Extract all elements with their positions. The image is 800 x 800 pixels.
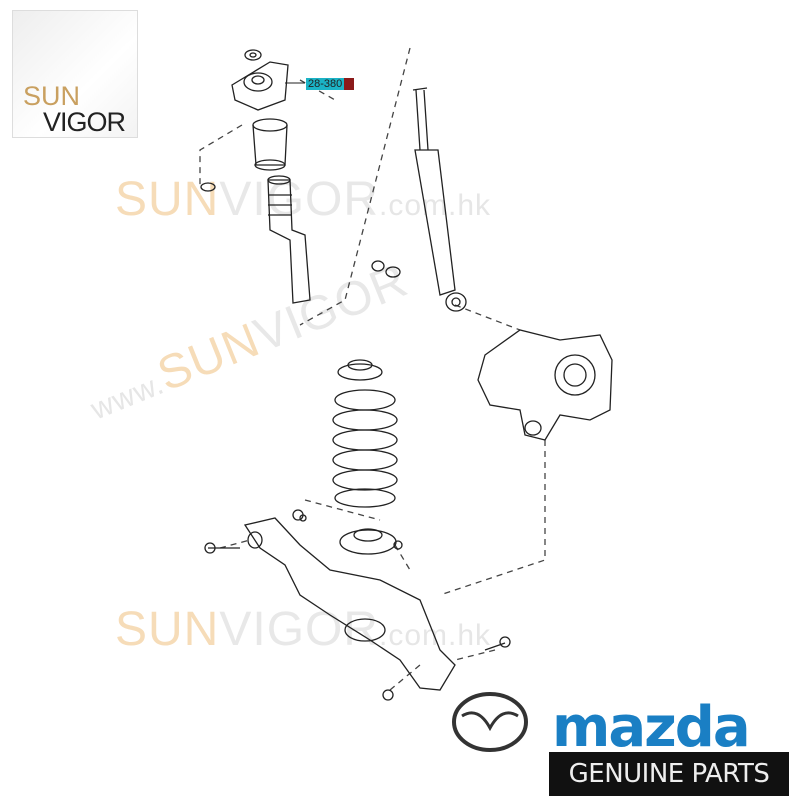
top-nut: [244, 49, 262, 61]
upper-mount: [231, 61, 305, 111]
bolts: [204, 509, 511, 701]
logo-sun-text: SUN: [23, 81, 81, 111]
nut-washer: [371, 260, 401, 278]
mazda-emblem-icon: [452, 692, 528, 752]
dust-boot: [267, 175, 311, 304]
logo-vigor-text: VIGOR: [43, 107, 126, 137]
watermark-sun: SUN: [115, 603, 220, 656]
genuine-parts-banner: GENUINE PARTS: [549, 752, 789, 796]
washer: [200, 182, 216, 192]
watermark-vigor: VIGOR: [219, 173, 380, 226]
knuckle: [477, 329, 613, 441]
watermark-domain: .com.hk: [379, 189, 492, 222]
watermark-vigor: VIGOR: [219, 603, 380, 656]
leader-lines: [199, 47, 546, 691]
bump-stop: [252, 118, 288, 171]
sunvigor-logo: SUN VIGOR: [12, 10, 138, 138]
lower-spring-seat: [339, 528, 397, 555]
coil-spring: [332, 389, 398, 508]
mazda-wordmark: mazda: [552, 695, 751, 760]
watermark-top: SUNVIGOR.com.hk: [115, 172, 491, 227]
shock-absorber: [412, 87, 467, 312]
lower-control-arm: [243, 517, 456, 691]
upper-spring-seat: [337, 359, 383, 381]
part-number-label: 28-380: [306, 78, 355, 90]
watermark-sun: SUN: [115, 173, 220, 226]
